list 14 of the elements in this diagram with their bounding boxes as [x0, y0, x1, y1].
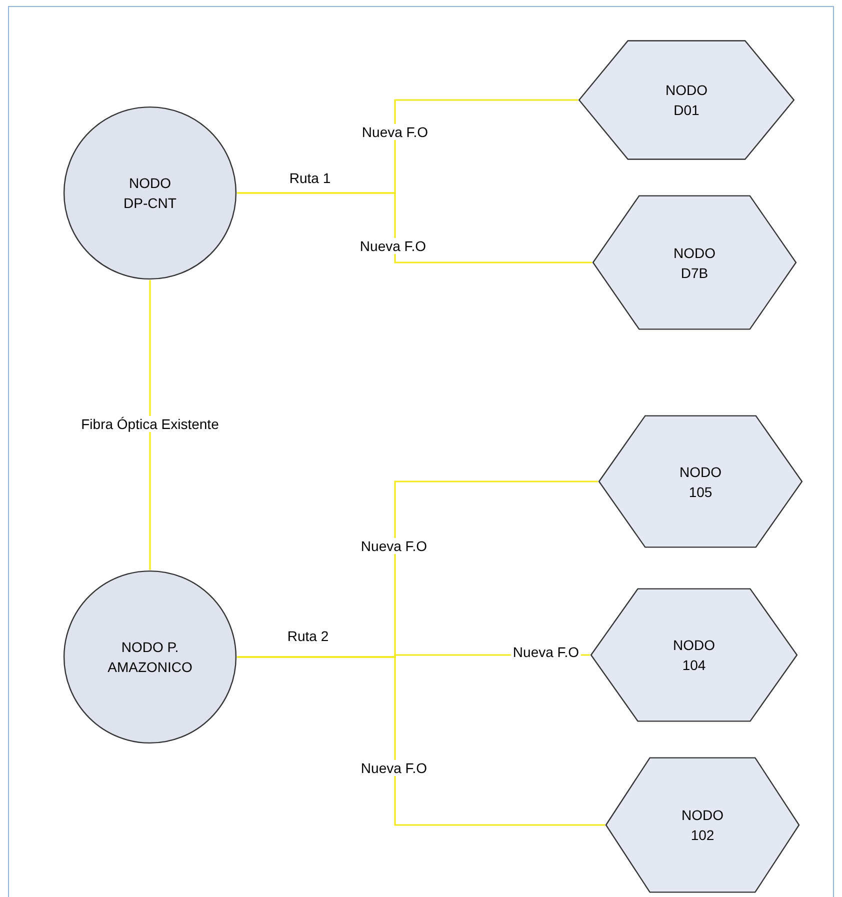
node-label: NODO 105	[678, 462, 722, 502]
node-label: NODO P. AMAZONICO	[108, 638, 192, 677]
node-label: NODO D01	[664, 81, 708, 120]
edge-label: Fibra Óptica Existente	[79, 416, 221, 432]
node-label: NODO 104	[672, 636, 716, 675]
route-label: Ruta 1	[288, 170, 332, 186]
connector-line	[149, 280, 151, 570]
node-label: NODO D7B	[672, 244, 716, 282]
connector-line	[237, 192, 592, 264]
edge-label: Nueva F.O	[510, 644, 582, 660]
node-label: NODO 102	[680, 806, 724, 845]
node-label: NODO DP-CNT	[122, 174, 178, 213]
route-label: Ruta 2	[286, 628, 330, 644]
connector-line	[237, 656, 605, 826]
